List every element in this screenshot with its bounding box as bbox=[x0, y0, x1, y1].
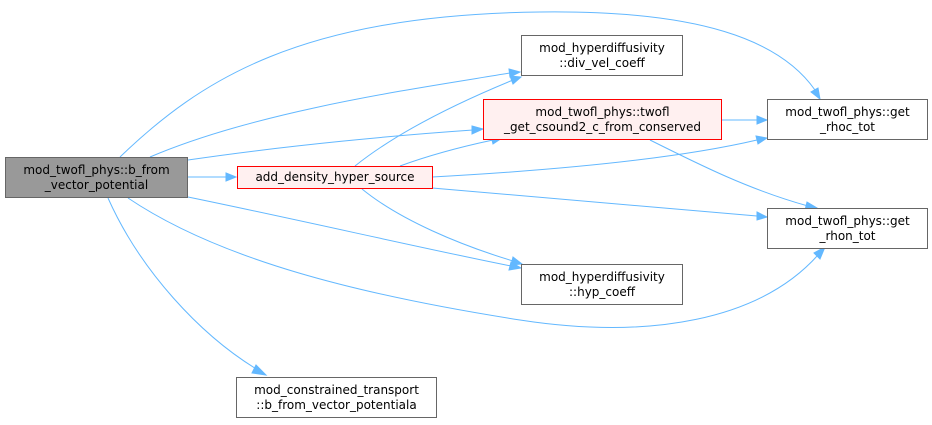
node-constrained-transport[interactable]: mod_constrained_transport ::b_from_vecto… bbox=[236, 377, 437, 418]
node-get-rhon-tot[interactable]: mod_twofl_phys::get _rhon_tot bbox=[767, 208, 928, 249]
node-rhoc-line2: _rhoc_tot bbox=[819, 119, 876, 134]
node-rhon-line2: _rhon_tot bbox=[819, 228, 876, 243]
node-hyp-coeff[interactable]: mod_hyperdiffusivity ::hyp_coeff bbox=[521, 264, 683, 305]
node-constrained-line2: ::b_from_vector_potentiala bbox=[256, 397, 417, 412]
edge-csound2-to-rhon bbox=[649, 139, 809, 207]
arrow-add-density-to-hyp-coeff bbox=[510, 256, 524, 266]
arrow-root-to-constrained bbox=[251, 364, 268, 376]
arrow-root-to-add-density bbox=[225, 172, 238, 182]
node-root-b-from-vector-potential[interactable]: mod_twofl_phys::b_from _vector_potential bbox=[5, 157, 188, 198]
edge-add-density-to-hyp-coeff bbox=[361, 188, 514, 262]
edge-add-density-to-rhon bbox=[431, 187, 758, 217]
node-div-vel-coeff[interactable]: mod_hyperdiffusivity ::div_vel_coeff bbox=[521, 35, 683, 76]
arrow-add-density-to-rhoc bbox=[755, 135, 769, 145]
node-csound2-line1: mod_twofl_phys::twofl bbox=[535, 104, 670, 119]
node-root-line1: mod_twofl_phys::b_from bbox=[23, 162, 170, 177]
node-root-line2: _vector_potential bbox=[44, 177, 149, 192]
edge-root-to-constrained bbox=[107, 197, 259, 371]
edge-root-to-div-vel bbox=[149, 72, 511, 158]
node-div-vel-line2: ::div_vel_coeff bbox=[559, 55, 645, 70]
edge-add-density-to-rhoc bbox=[431, 139, 758, 178]
node-add-density-line1: add_density_hyper_source bbox=[255, 170, 415, 184]
node-rhoc-line1: mod_twofl_phys::get bbox=[785, 104, 910, 119]
edge-root-to-rhoc bbox=[119, 11, 816, 158]
node-csound2-line2: _get_csound2_c_from_conserved bbox=[503, 119, 702, 134]
edge-root-to-csound2 bbox=[187, 129, 474, 161]
edge-root-to-hyp-coeff bbox=[187, 196, 512, 267]
node-rhon-line1: mod_twofl_phys::get bbox=[785, 213, 910, 228]
node-get-rhoc-tot[interactable]: mod_twofl_phys::get _rhoc_tot bbox=[767, 99, 928, 140]
edge-add-density-to-csound2 bbox=[399, 139, 494, 167]
edge-root-to-rhon bbox=[127, 197, 819, 328]
node-hyp-coeff-line2: ::hyp_coeff bbox=[569, 284, 635, 299]
arrow-root-to-csound2 bbox=[471, 125, 485, 135]
node-add-density-hyper-source[interactable]: add_density_hyper_source bbox=[237, 166, 433, 189]
arrow-root-to-rhon bbox=[813, 245, 827, 260]
node-div-vel-line1: mod_hyperdiffusivity bbox=[539, 40, 665, 55]
arrow-root-to-div-vel bbox=[508, 68, 522, 78]
node-twofl-get-csound2[interactable]: mod_twofl_phys::twofl _get_csound2_c_fro… bbox=[483, 99, 722, 140]
arrow-add-density-to-div-vel bbox=[509, 75, 523, 85]
node-constrained-line1: mod_constrained_transport bbox=[254, 382, 419, 397]
node-hyp-coeff-line1: mod_hyperdiffusivity bbox=[539, 269, 665, 284]
arrow-root-to-rhoc bbox=[810, 87, 821, 101]
arrow-add-density-to-rhon bbox=[756, 211, 769, 221]
edge-add-density-to-div-vel bbox=[354, 79, 514, 167]
arrow-csound2-to-rhoc bbox=[756, 115, 769, 125]
